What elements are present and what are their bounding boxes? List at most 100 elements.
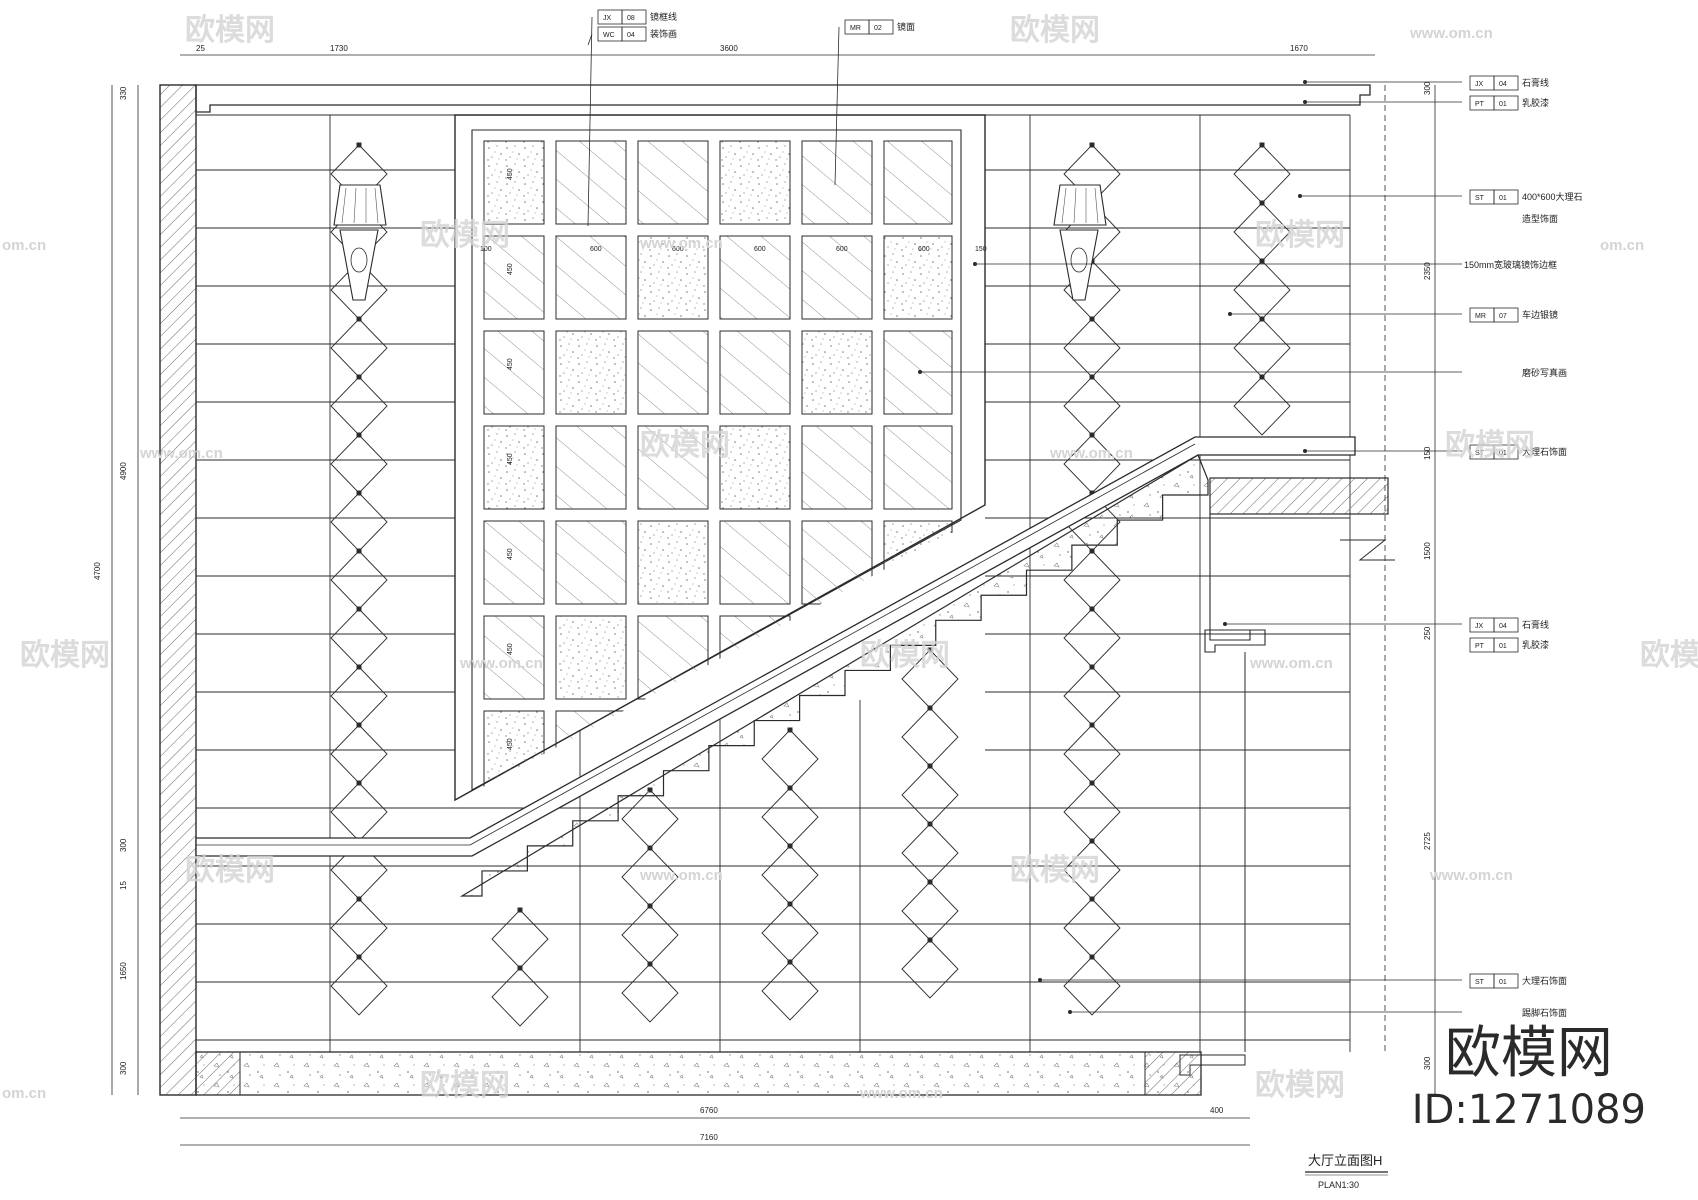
dim-label-left: 15 [119,881,128,890]
watermark-brand: 欧模网 [185,14,275,47]
watermark-url: www.om.cn [1409,25,1493,42]
dim-label-right: 150 [1423,446,1432,460]
dim-label-panel-v: 450 [507,358,514,370]
watermark-brand: 欧模网 [860,639,950,672]
dim-label-panel: 600 [836,246,848,253]
tag-code: JX [1475,623,1484,630]
watermark-url: www.om.cn [139,445,223,462]
brand-logo-text: 欧模网 [1444,1021,1613,1086]
tag-num: 01 [1499,979,1507,986]
watermark-url: www.om.cn [859,1085,943,1102]
dim-label-right: 250 [1423,626,1432,640]
watermark-brand: 欧模网 [1010,14,1100,47]
dim-label-left: 300 [119,838,128,852]
top-cornice [195,84,1371,113]
tag-label: 石膏线 [1522,77,1549,88]
dim-label-bottom: 400 [1210,1106,1224,1115]
dimension-lines [111,54,1436,1146]
tag-code: JX [603,15,612,22]
floor-right-hatch [1144,1051,1202,1096]
dim-label-bottom: 7160 [700,1133,718,1142]
tag-num: 02 [874,25,882,32]
dim-label-top: 25 [196,44,205,53]
tag-num: 04 [1499,623,1507,630]
watermark-brand: 欧模网 [420,219,510,252]
landing-slab [1209,477,1389,515]
watermark-url-short: om.cn [2,237,46,254]
dim-label-panel-v: 450 [507,738,514,750]
dim-label-right: 2725 [1423,832,1432,850]
tag-num: 08 [627,15,635,22]
dim-label-panel-v: 450 [507,453,514,465]
dim-label-bottom: 6760 [700,1106,718,1115]
watermark-brand: 欧模网 [1010,854,1100,887]
tag-label: 装饰画 [650,28,677,39]
watermark-url-short: om.cn [1600,237,1644,254]
tag-label: 磨砂写真画 [1522,367,1567,378]
stair-handrail [195,436,1356,857]
tag-num: 01 [1499,101,1507,108]
watermark-url: www.om.cn [639,867,723,884]
dim-label-top: 3600 [720,44,738,53]
tag-label: 石膏线 [1522,619,1549,630]
mirror-panel-inner-frame [471,129,962,791]
watermark-url-short: om.cn [2,1085,46,1102]
dim-label-top: 1670 [1290,44,1308,53]
drawing-title: 大厅立面图H [1308,1153,1382,1168]
watermark-brand: 欧模网 [640,429,730,462]
dim-label-panel: 150 [975,246,987,253]
tag-label: 镜框线 [650,11,677,22]
tag-num: 04 [1499,81,1507,88]
dim-label-panel: 600 [918,246,930,253]
wall-lamp-right [1053,184,1107,301]
tag-num: 01 [1499,450,1507,457]
watermark-brand: 欧模网 [20,639,110,672]
tag-code: MR [1475,313,1486,320]
tag-code: PT [1475,643,1485,650]
watermark-url: www.om.cn [459,655,543,672]
dim-label-right: 300 [1423,81,1432,95]
tag-num: 04 [627,32,635,39]
dim-label-top: 1730 [330,44,348,53]
tag-label: 造型饰面 [1522,213,1558,224]
dim-label-panel: 600 [754,246,766,253]
watermark-brand: 欧模网 [1640,639,1698,672]
dim-label-left: 1650 [119,962,128,980]
left-wall-section [159,84,197,1096]
dim-label-panel: 600 [672,246,684,253]
id-block: 欧模网 ID:1271089 [1411,1021,1646,1133]
mirror-grid [483,140,953,793]
dim-label-right: 2350 [1423,262,1432,280]
dim-label-left: 330 [119,86,128,100]
floor-slab [195,1051,1202,1096]
watermark-url: www.om.cn [1429,867,1513,884]
dim-label-left: 4700 [93,562,102,580]
tag-code: ST [1475,979,1485,986]
tag-label: 400*600大理石 [1522,191,1583,202]
dim-label-right: 1500 [1423,542,1432,560]
tag-code: ST [1475,195,1485,202]
dim-label-right: 300 [1423,1056,1432,1070]
tag-label: 150mm宽玻璃镜饰边框 [1464,259,1557,270]
watermarks: 欧模网欧模网欧模网欧模网欧模网欧模网欧模网欧模网欧模网欧模网欧模网欧模网欧模网w… [2,14,1698,1102]
leader-lines [587,16,1462,1014]
tag-code: JX [1475,81,1484,88]
watermark-url: www.om.cn [1049,445,1133,462]
dim-label-left: 4900 [119,462,128,480]
tag-num: 01 [1499,195,1507,202]
dim-label-panel-v: 450 [507,548,514,560]
tag-label: 踢脚石饰面 [1522,1007,1567,1018]
tag-label: 车边银镜 [1522,309,1558,320]
floor-edge-hatch [195,1051,241,1096]
watermark-brand: 欧模网 [1445,429,1535,462]
model-id: ID:1271089 [1411,1087,1646,1133]
dim-label-panel: 100 [480,246,492,253]
watermark-url: www.om.cn [639,235,723,252]
tag-code: WC [603,32,615,39]
dim-label-panel-v: 450 [507,168,514,180]
tag-label: 镜面 [897,21,915,32]
tag-label: 大理石饰面 [1522,975,1567,986]
tag-label: 大理石饰面 [1522,446,1567,457]
watermark-brand: 欧模网 [1255,219,1345,252]
